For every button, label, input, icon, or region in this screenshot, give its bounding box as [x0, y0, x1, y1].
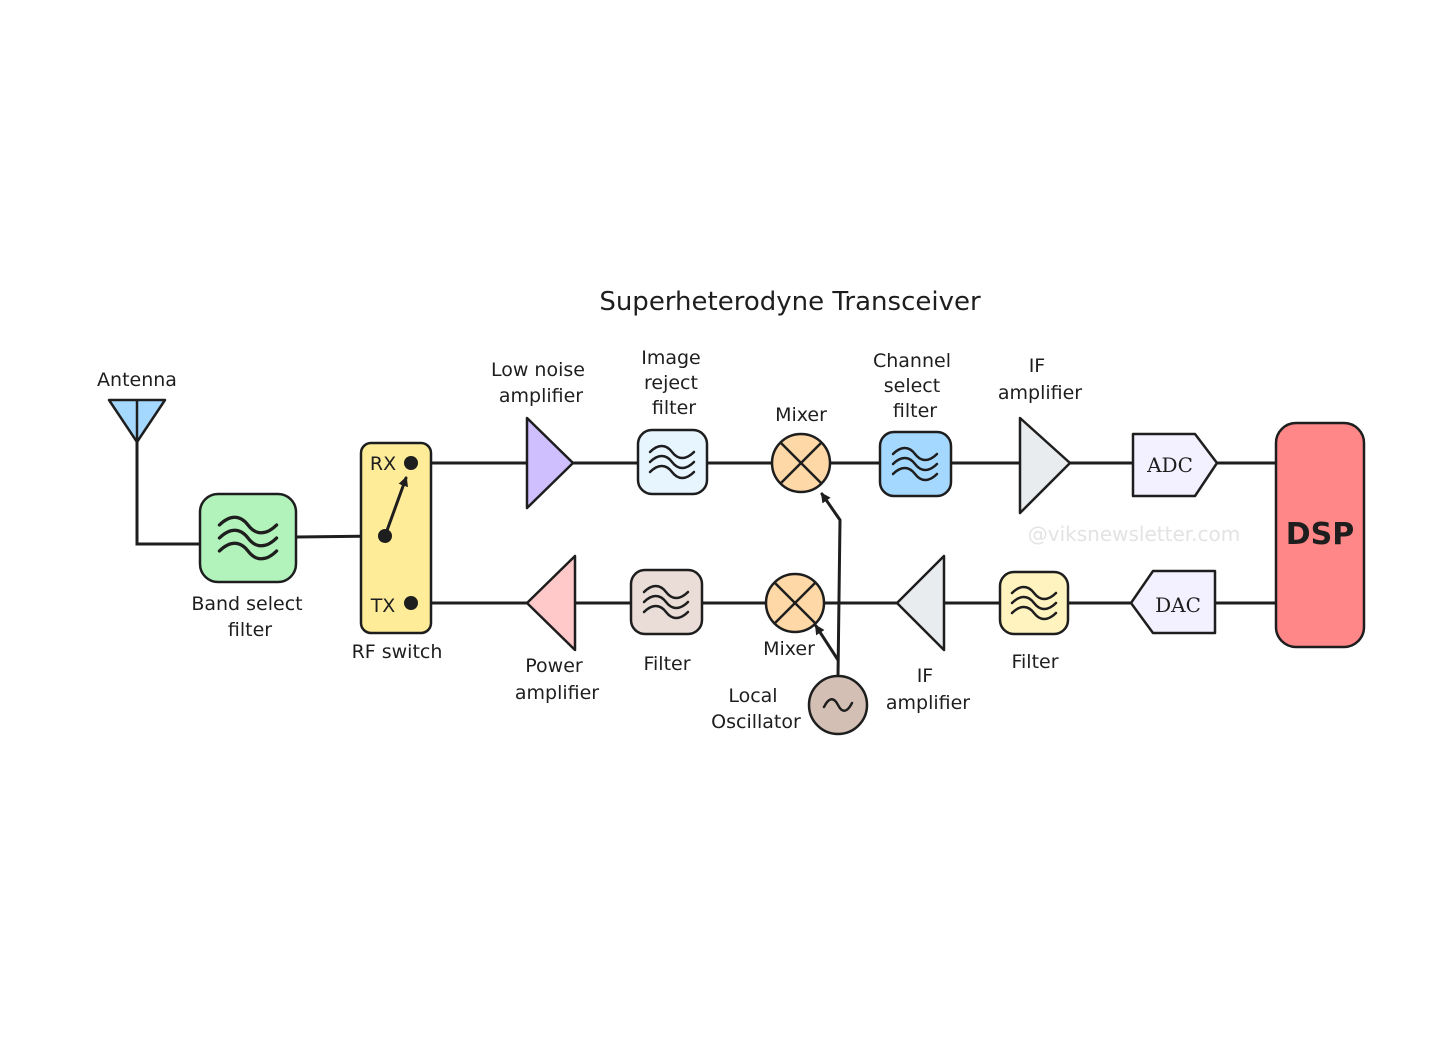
lna-label: Low noise amplifier [491, 359, 591, 407]
watermark: @viksnewsletter.com [1028, 522, 1240, 546]
image-reject-filter-label: Image reject filter [641, 347, 707, 419]
dsp-label: DSP [1286, 517, 1355, 552]
tx-filter-icon [629, 568, 704, 636]
band-select-filter-icon [198, 492, 298, 584]
tx-mixer-icon [764, 572, 826, 634]
band-select-filter-label: Band select filter [191, 593, 308, 641]
tx-mixer-label: Mixer [763, 638, 815, 660]
rx-mixer-icon [770, 432, 832, 494]
connection-wires [135, 440, 1278, 678]
lna-icon [525, 416, 575, 510]
rf-switch-icon [359, 441, 433, 635]
rf-switch-rx-label: RX [370, 453, 396, 475]
channel-select-filter-icon [878, 430, 953, 498]
rx-if-amplifier-icon [1018, 416, 1072, 515]
dac-icon [1129, 569, 1217, 635]
antenna-icon [107, 398, 167, 444]
adc-label: ADC [1146, 453, 1193, 477]
rf-switch-tx-label: TX [370, 595, 396, 617]
power-amplifier-label: Power amplifier [515, 655, 599, 704]
channel-select-filter-label: Channel select filter [873, 350, 957, 422]
rx-mixer-label: Mixer [775, 404, 827, 426]
rf-switch-label: RF switch [352, 641, 443, 663]
local-oscillator-icon [807, 674, 869, 736]
tx-filter2-icon [998, 570, 1070, 636]
rx-if-amplifier-label: IF amplifier [998, 355, 1082, 404]
local-oscillator-label: Local Oscillator [711, 685, 801, 733]
image-reject-filter-icon [636, 428, 709, 496]
tx-if-amplifier-icon [895, 554, 946, 652]
tx-if-amplifier-label: IF amplifier [886, 665, 970, 714]
power-amplifier-icon [525, 554, 577, 652]
diagram-title: Superheterodyne Transceiver [599, 287, 981, 317]
dsp-icon [1274, 421, 1366, 649]
dac-label: DAC [1155, 593, 1201, 617]
adc-icon [1131, 432, 1219, 498]
antenna-label: Antenna [97, 369, 177, 391]
tx-filter2-label: Filter [1011, 651, 1058, 673]
tx-filter-label: Filter [643, 653, 690, 675]
